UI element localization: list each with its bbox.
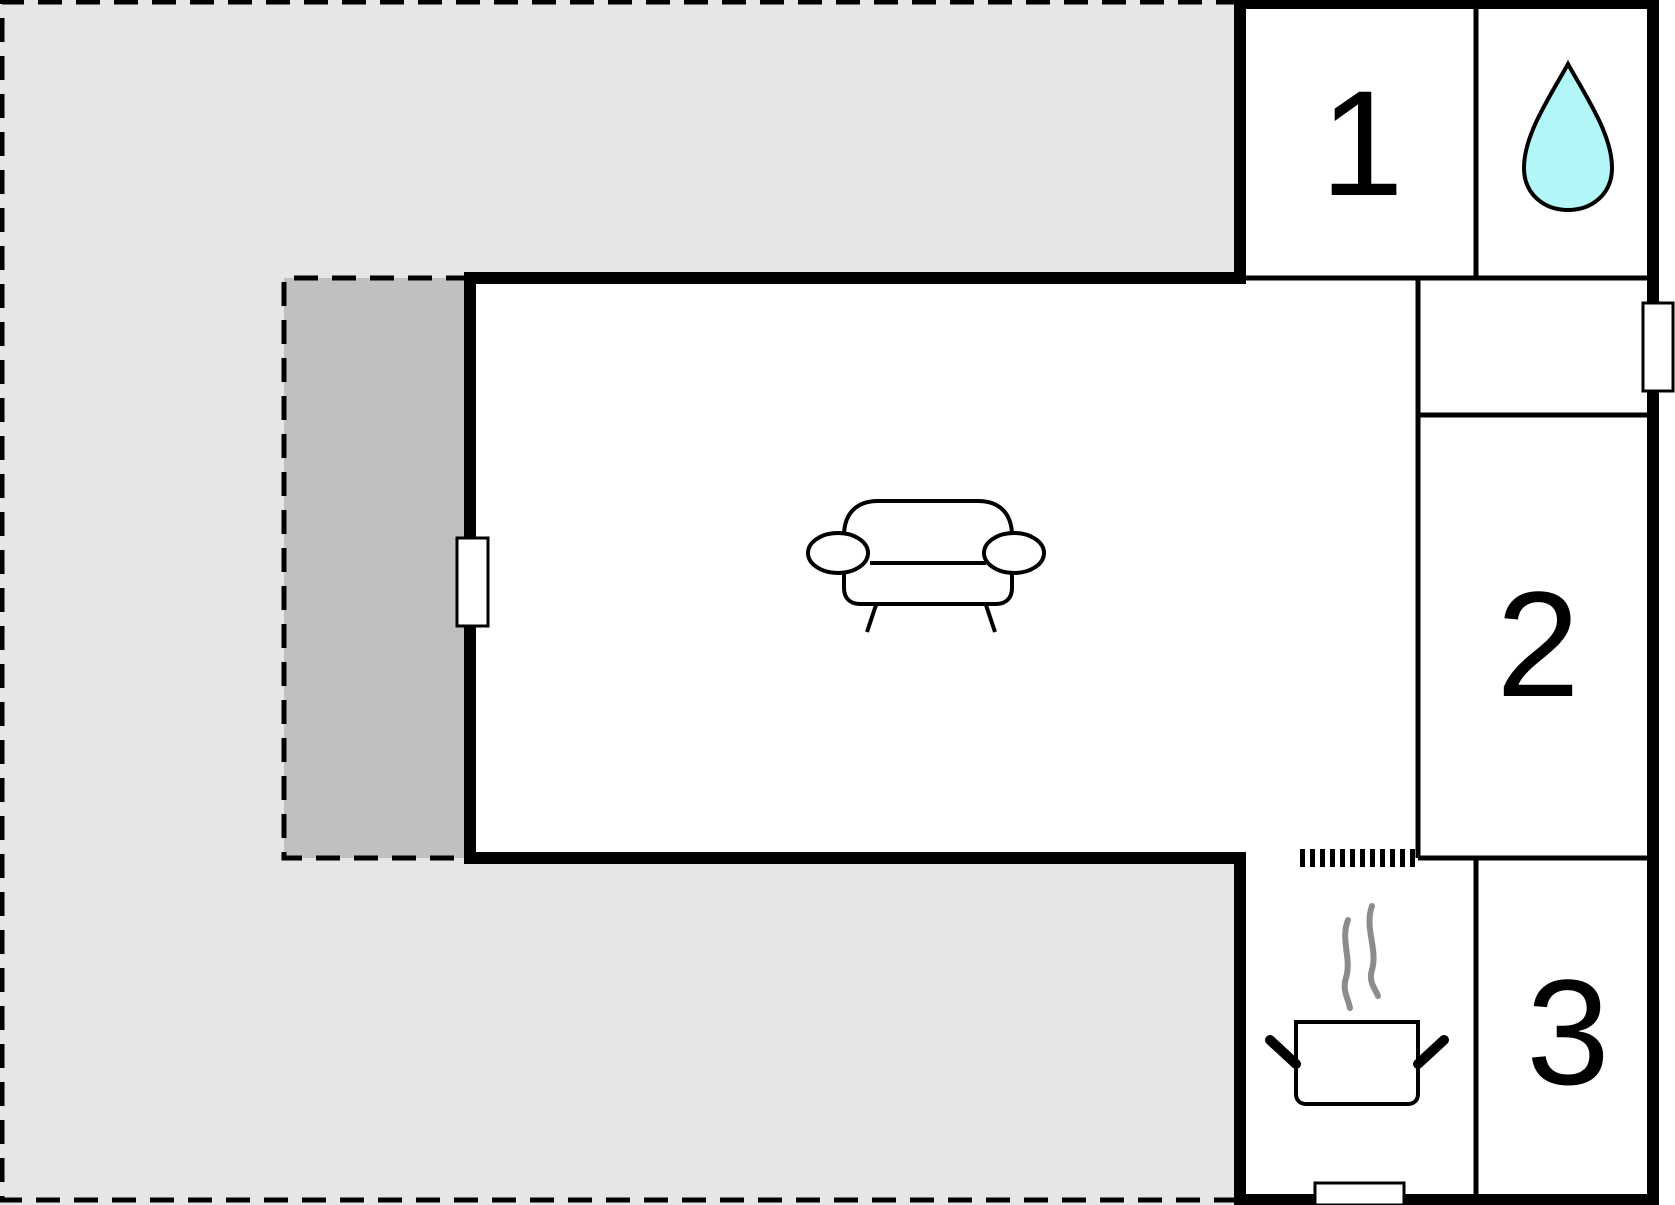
- entrance-door-right: [1641, 301, 1675, 393]
- entrance-door-bottom: [1313, 1181, 1406, 1205]
- house-floor: [470, 3, 1653, 1200]
- terrace-door: [455, 536, 490, 628]
- interior-walls: [1240, 3, 1653, 1200]
- exterior-walls: [464, 0, 1659, 1205]
- terrace-boundary-dashed: [281, 275, 470, 861]
- room-number-2: 2: [1496, 560, 1579, 728]
- cooking-pot-icon: [1265, 903, 1449, 1106]
- water-drop-icon: [1521, 59, 1615, 213]
- sofa-icon: [806, 499, 1046, 633]
- room-number-3: 3: [1526, 948, 1609, 1116]
- covered-terrace: [284, 278, 470, 858]
- room-number-1: 1: [1320, 59, 1403, 227]
- lot-boundary-dashed: [0, 0, 1240, 1203]
